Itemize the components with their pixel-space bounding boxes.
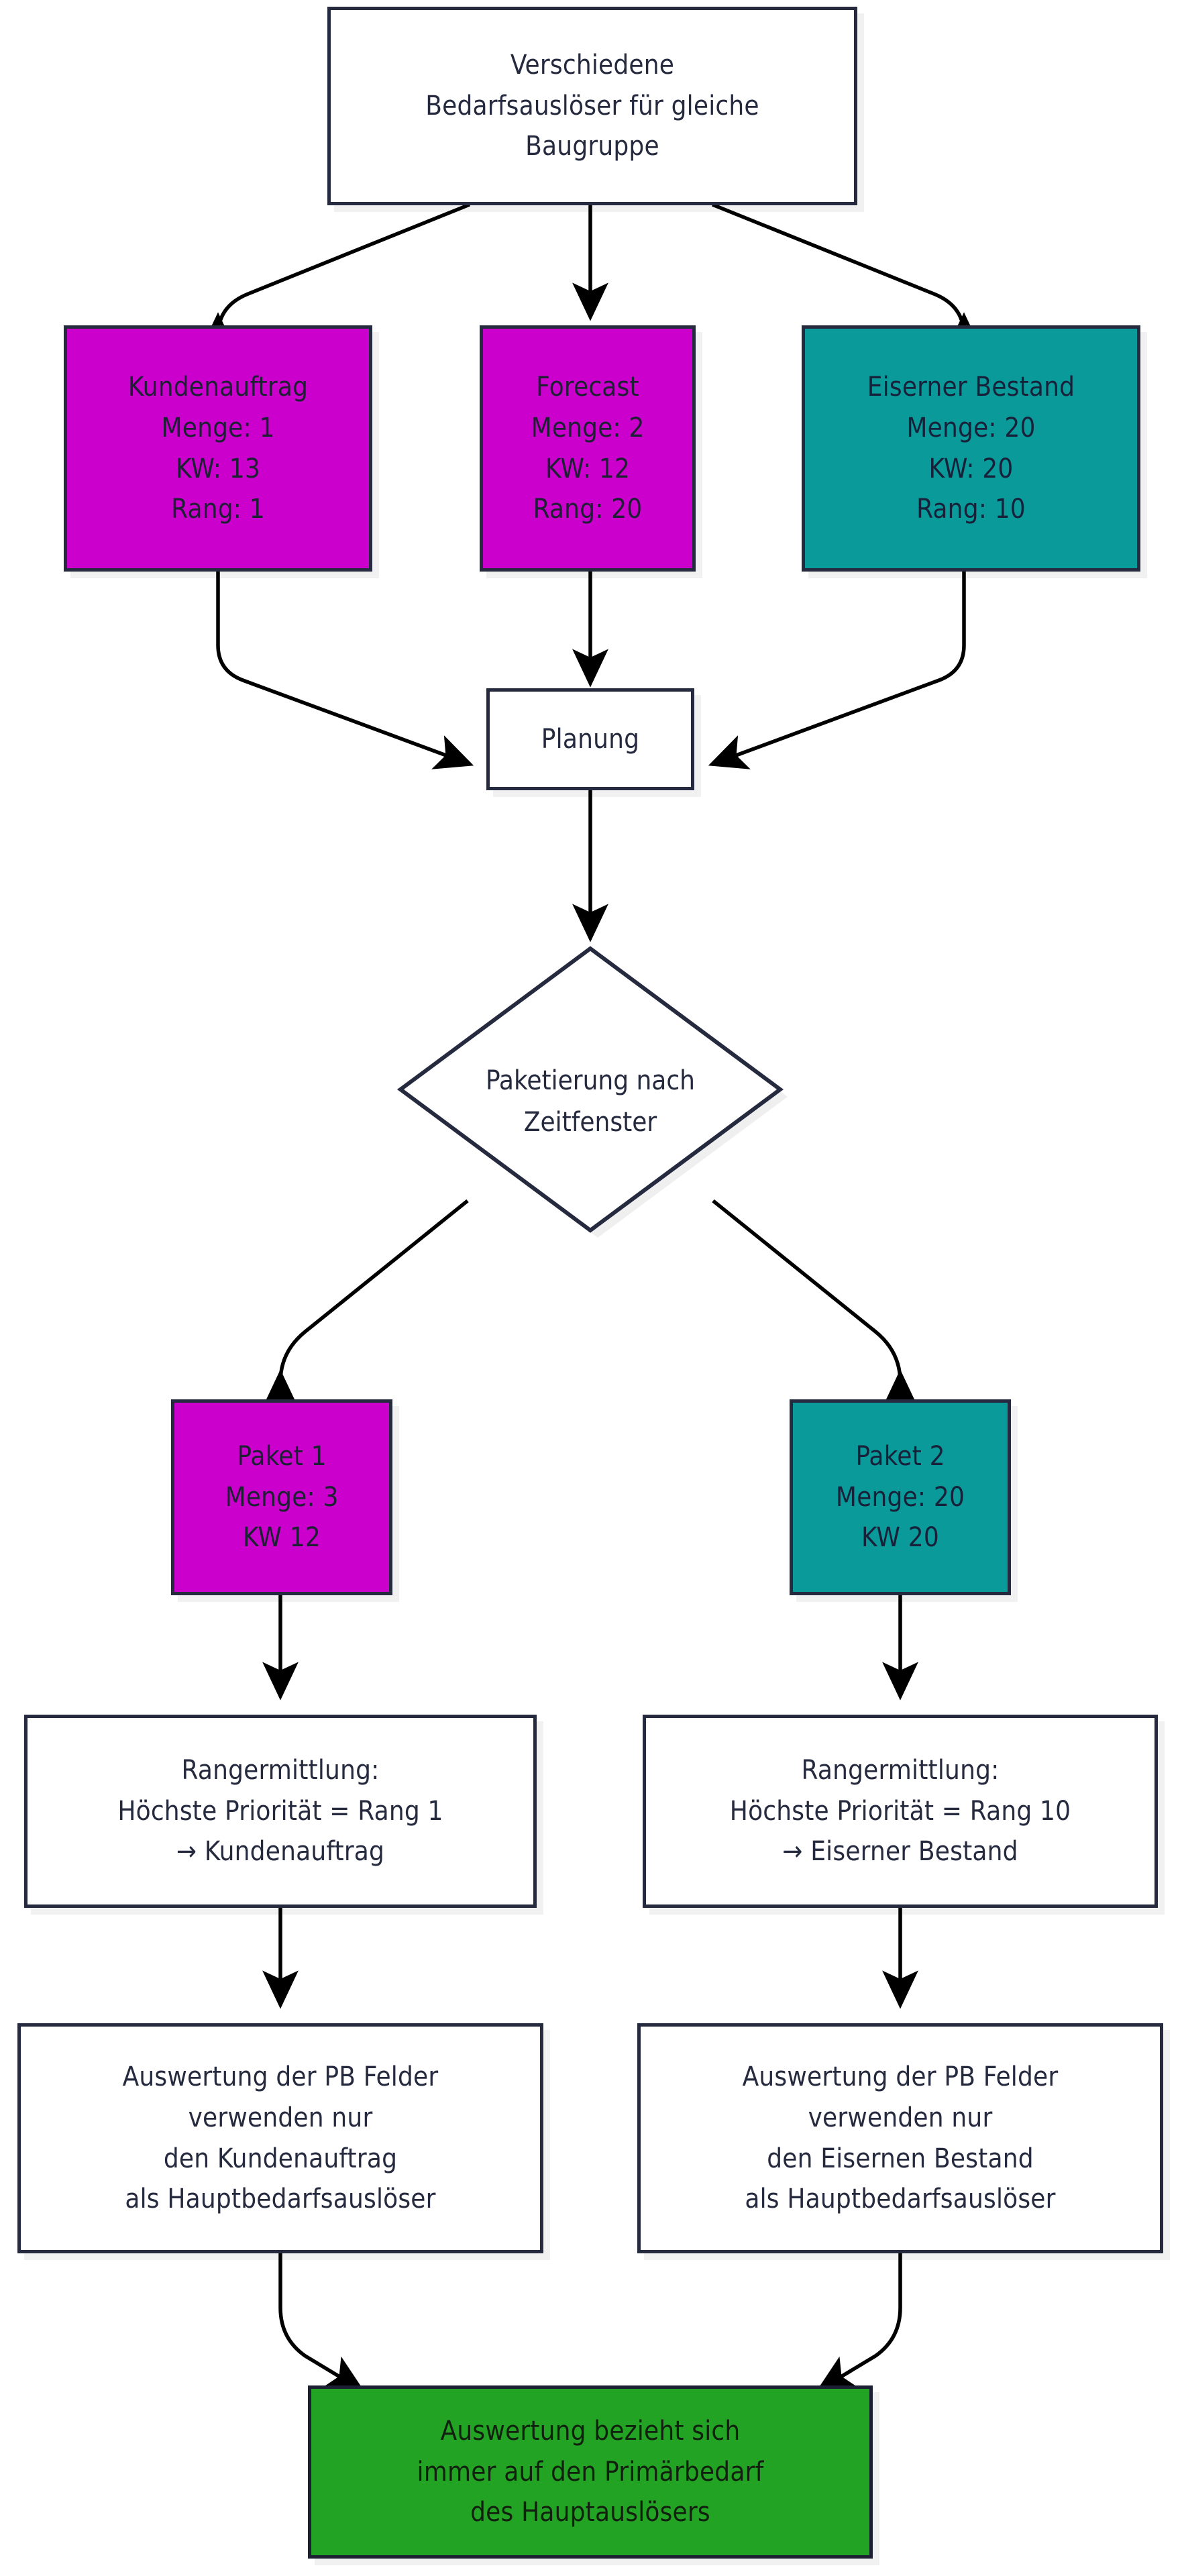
node-paketierung[interactable]: Paketierung nach Zeitfenster [391,939,790,1240]
edge-source-kundenauftrag [200,203,471,351]
node-result-line-3: des Hauptauslösers [470,2497,710,2528]
node-kundenauftrag-kw: KW: 13 [176,453,260,484]
node-source-line-1: Verschiedene [510,49,675,80]
node-paket-2[interactable]: Paket 2 Menge: 20 KW 20 [790,1399,1011,1595]
node-forecast[interactable]: Forecast Menge: 2 KW: 12 Rang: 20 [480,325,696,572]
node-paket-1-title: Paket 1 [237,1440,327,1472]
node-planung-label: Planung [541,723,640,755]
edge-auswertungleft-result [278,2253,365,2392]
node-rangermittlung-right[interactable]: Rangermittlung: Höchste Priorität = Rang… [643,1715,1158,1908]
node-rangermittlung-left[interactable]: Rangermittlung: Höchste Priorität = Rang… [24,1715,537,1908]
node-rangermittlung-right-line-3: → Eiserner Bestand [782,1836,1018,1868]
node-result[interactable]: Auswertung bezieht sich immer auf den Pr… [308,2385,873,2559]
node-auswertung-right-line-2: verwenden nur [808,2102,993,2133]
node-auswertung-left-line-2: verwenden nur [188,2102,373,2133]
node-paket-1-menge: Menge: 3 [225,1481,339,1513]
node-kundenauftrag-title: Kundenauftrag [127,371,309,402]
node-forecast-menge: Menge: 2 [531,412,645,443]
node-eiserner-bestand-rang: Rang: 10 [916,494,1026,525]
node-forecast-title: Forecast [536,371,639,402]
node-paketierung-line-2: Zeitfenster [523,1107,657,1138]
node-paket-1[interactable]: Paket 1 Menge: 3 KW 12 [171,1399,392,1595]
node-auswertung-left-line-4: als Hauptbedarfsauslöser [125,2184,436,2215]
node-auswertung-right-line-4: als Hauptbedarfsauslöser [745,2184,1056,2215]
node-paket-2-menge: Menge: 20 [835,1481,965,1513]
node-result-line-2: immer auf den Primärbedarf [417,2456,764,2487]
edge-kundenauftrag-planung [216,572,474,769]
node-forecast-kw: KW: 12 [545,453,630,484]
node-kundenauftrag[interactable]: Kundenauftrag Menge: 1 KW: 13 Rang: 1 [64,325,372,572]
diamond-shape [396,946,788,1238]
node-source[interactable]: Verschiedene Bedarfsauslöser für gleiche… [327,7,857,205]
node-forecast-rang: Rang: 20 [533,494,643,525]
node-kundenauftrag-rang: Rang: 1 [171,494,265,525]
node-paketierung-line-1: Paketierung nach [486,1065,695,1096]
node-auswertung-left[interactable]: Auswertung der PB Felder verwenden nur d… [17,2023,543,2253]
node-rangermittlung-right-line-2: Höchste Priorität = Rang 10 [729,1795,1071,1827]
node-planung[interactable]: Planung [486,688,694,790]
node-source-line-3: Baugruppe [525,131,659,162]
node-eiserner-bestand-title: Eiserner Bestand [867,371,1075,402]
node-paket-1-kw: KW 12 [243,1522,321,1554]
node-rangermittlung-left-line-1: Rangermittlung: [181,1754,380,1786]
edge-eiserner-planung [708,572,966,769]
node-auswertung-right[interactable]: Auswertung der PB Felder verwenden nur d… [637,2023,1163,2253]
node-paket-2-title: Paket 2 [855,1440,945,1472]
node-rangermittlung-left-line-2: Höchste Priorität = Rang 1 [117,1795,443,1827]
node-result-line-1: Auswertung bezieht sich [440,2415,741,2447]
edge-source-eiserner [711,203,982,351]
node-source-line-2: Bedarfsauslöser für gleiche [425,90,759,121]
node-kundenauftrag-menge: Menge: 1 [161,412,275,443]
node-rangermittlung-left-line-3: → Kundenauftrag [176,1836,385,1868]
node-eiserner-bestand-kw: KW: 20 [928,453,1014,484]
node-auswertung-left-line-1: Auswertung der PB Felder [122,2061,439,2092]
node-auswertung-right-line-3: den Eisernen Bestand [767,2143,1034,2174]
node-paket-2-kw: KW 20 [861,1522,939,1554]
node-eiserner-bestand-menge: Menge: 20 [906,412,1036,443]
edge-auswertungright-result [816,2253,902,2392]
node-eiserner-bestand[interactable]: Eiserner Bestand Menge: 20 KW: 20 Rang: … [802,325,1140,572]
diamond-label: Paketierung nach Zeitfenster [391,951,790,1252]
node-auswertung-right-line-1: Auswertung der PB Felder [742,2061,1059,2092]
node-rangermittlung-right-line-1: Rangermittlung: [801,1754,1000,1786]
node-auswertung-left-line-3: den Kundenauftrag [163,2143,398,2174]
